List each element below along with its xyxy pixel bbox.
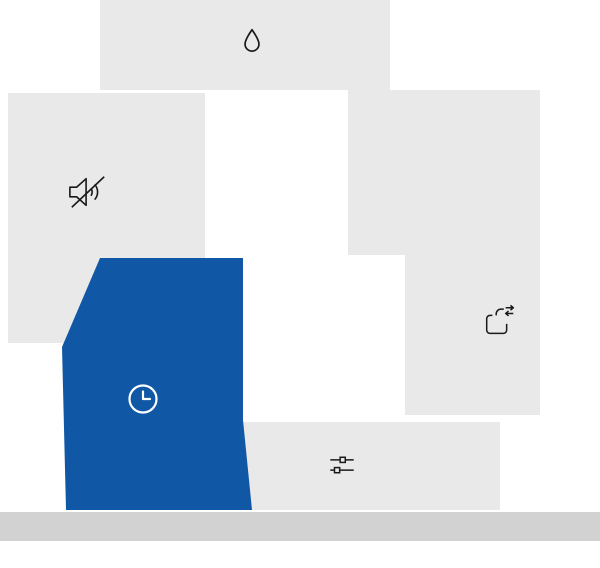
speaker-muted-icon [65, 172, 111, 212]
sliders-icon [327, 450, 357, 480]
bottom-bar [0, 512, 600, 541]
tile-water[interactable] [100, 0, 390, 90]
swap-arrows-icon [481, 303, 519, 341]
water-drop-icon [239, 27, 265, 57]
tile-transfer[interactable] [405, 90, 540, 415]
clock-icon [125, 381, 161, 417]
tile-time-selected[interactable] [62, 258, 252, 510]
tile-settings[interactable] [210, 422, 500, 510]
